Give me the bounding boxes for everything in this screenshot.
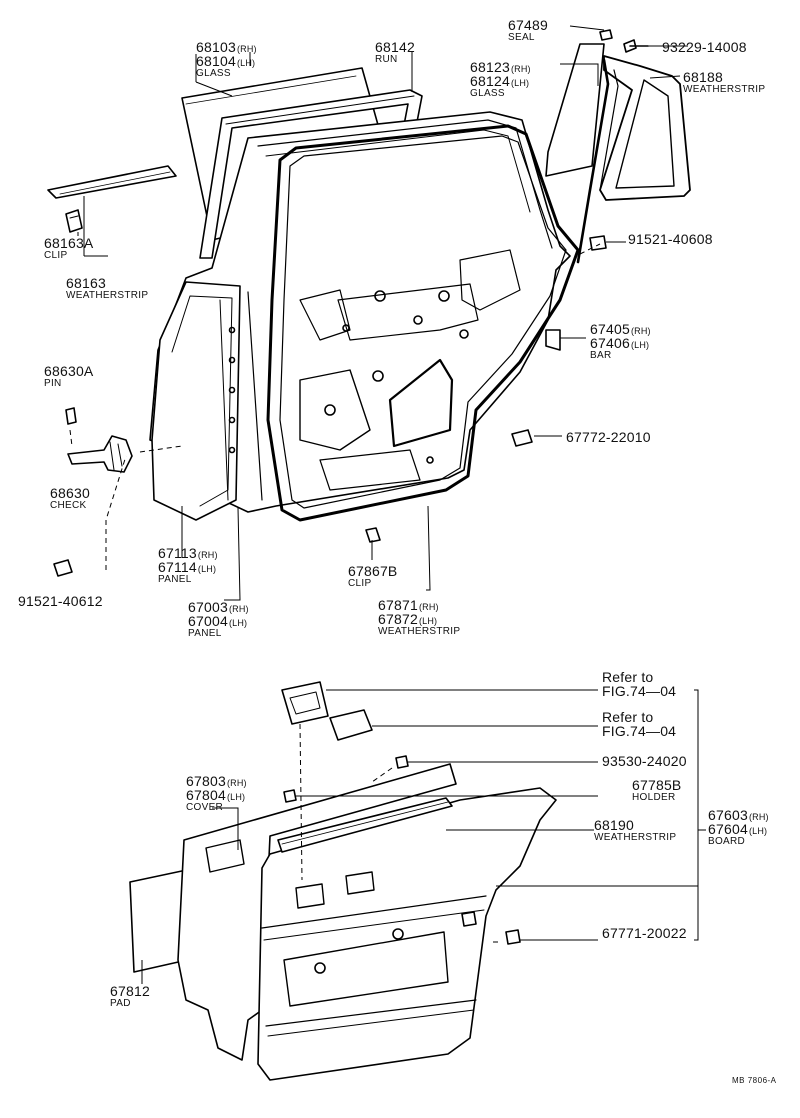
clip-part-67771 [505, 929, 521, 945]
screw-part-93530 [395, 755, 409, 769]
label-67772-22010: 67772-22010 [566, 429, 651, 445]
label-68188: 68188 WEATHERSTRIP [683, 69, 766, 95]
label-93229-14008: 93229-14008 [662, 40, 747, 54]
clip-part-67867b [365, 527, 381, 543]
label-refer-2: Refer to FIG.74—04 [602, 709, 677, 739]
label-67489: 67489 SEAL [508, 18, 548, 43]
quarter-glass-part [545, 43, 605, 177]
label-67871: 67871(RH) 67872(LH) WEATHERSTRIP [378, 597, 461, 637]
bolt-part-91521-40608 [589, 235, 607, 251]
label-67812: 67812 PAD [110, 983, 150, 1009]
division-bar-part [545, 329, 561, 351]
label-67405: 67405(RH) 67406(LH) BAR [590, 321, 651, 361]
label-67003: 67003(RH) 67004(LH) PANEL [188, 599, 249, 639]
label-68142: 68142 RUN [375, 39, 415, 65]
bolt-part-67772 [511, 429, 533, 447]
outer-panel-part [151, 281, 241, 521]
inner-weatherstrip-part [277, 797, 453, 853]
part-number: 93229-14008 [662, 39, 747, 55]
label-68190: 68190 WEATHERSTRIP [594, 817, 677, 843]
label-68630A: 68630A PIN [44, 363, 94, 389]
label-68103: 68103(RH) 68104(LH) GLASS [196, 39, 257, 79]
label-67771-20022: 67771-20022 [602, 925, 687, 941]
label-91521-40612: 91521-40612 [18, 593, 103, 609]
label-67867B: 67867B CLIP [348, 563, 398, 589]
part-name: SEAL [508, 32, 535, 43]
label-67785B: 67785B HOLDER [632, 777, 682, 803]
label-91521-40608: 91521-40608 [628, 231, 713, 247]
label-67113: 67113(RH) 67114(LH) PANEL [158, 545, 218, 585]
belt-clip-part [65, 209, 83, 233]
belt-weatherstrip-part [47, 165, 177, 199]
trim-board-part [257, 787, 557, 1081]
label-68163: 68163 WEATHERSTRIP [66, 275, 149, 301]
label-68123: 68123(RH) 68124(LH) GLASS [470, 59, 531, 99]
door-weatherstrip-part [266, 124, 580, 522]
label-67603: 67603(RH) 67604(LH) BOARD [708, 807, 769, 847]
figure-code: MB 7806-A [732, 1076, 777, 1085]
label-93530-24020: 93530-24020 [602, 753, 687, 769]
seal-part [599, 29, 613, 41]
holder-part [283, 789, 297, 803]
part-number: 67489 [508, 17, 548, 33]
handle-part [329, 709, 373, 741]
cover-part [177, 763, 457, 1061]
bolt-part-91521-40612 [53, 559, 73, 577]
quarter-weatherstrip-part [599, 55, 691, 201]
label-refer-1: Refer to FIG.74—04 [602, 669, 677, 699]
label-68630: 68630 CHECK [50, 485, 90, 511]
escutcheon-part [281, 681, 329, 725]
label-67803: 67803(RH) 67804(LH) COVER [186, 773, 247, 813]
pin-part [65, 407, 77, 425]
door-check-part [67, 435, 133, 473]
label-68163A: 68163A CLIP [44, 235, 94, 261]
